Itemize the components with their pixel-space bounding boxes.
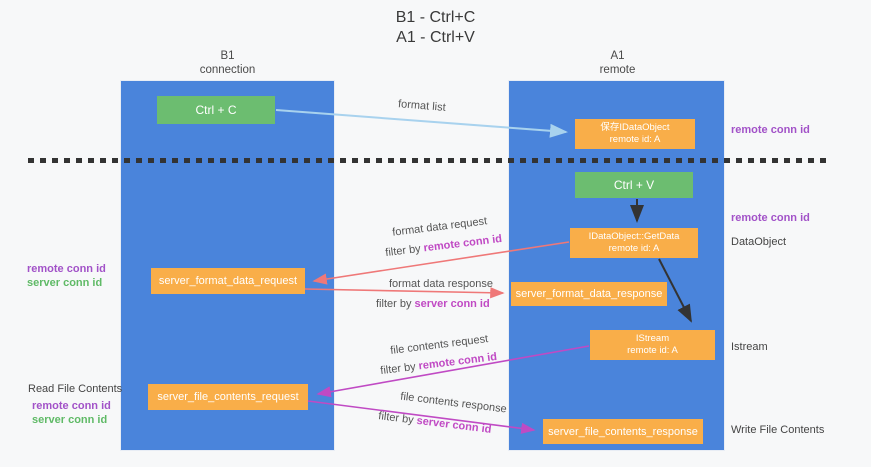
istream-text: Istream — [731, 341, 768, 353]
write-file-contents-text: Write File Contents — [731, 424, 825, 436]
ctrl-v-label: Ctrl + V — [613, 178, 655, 192]
filter-by-text: filter by — [376, 298, 415, 310]
title-line-2: A1 - Ctrl+V — [396, 29, 475, 46]
istream-box: IStream remote id: A — [590, 330, 715, 360]
filter-by-text: filter by — [377, 410, 418, 427]
right-column-name: A1 — [610, 50, 625, 62]
dashed-separator — [28, 158, 830, 163]
conn-id-pair-1: remote conn id server conn id — [27, 262, 106, 290]
server-conn-id-text: server conn id — [32, 414, 108, 426]
ctrl-c-label: Ctrl + C — [195, 103, 237, 117]
server-conn-id-text: server conn id — [414, 298, 490, 310]
format-response-label: server_format_data_response — [515, 288, 663, 300]
remote-conn-id-text: remote conn id — [417, 350, 498, 373]
right-column-header: A1 remote — [540, 49, 695, 77]
remote-conn-id-text: remote conn id — [32, 400, 111, 412]
filter-by-server-1: filter by server conn id — [376, 298, 490, 310]
format-list-label: format list — [398, 98, 446, 114]
format-data-response-label: format data response — [389, 278, 493, 290]
save-idataobject-line1: 保存IDataObject — [600, 122, 670, 133]
ctrl-c-box: Ctrl + C — [157, 96, 275, 124]
istream-line1: IStream — [635, 333, 670, 344]
read-file-contents-text: Read File Contents — [28, 383, 123, 395]
right-column-role: remote — [599, 64, 636, 76]
istream-side-label: Istream — [731, 341, 768, 353]
conn-id-pair-2: remote conn id server conn id — [32, 399, 111, 427]
remote-conn-id-text: remote conn id — [422, 232, 503, 255]
format-request-box: server_format_data_request — [151, 268, 305, 294]
remote-conn-id-right-1: remote conn id — [731, 123, 810, 137]
remote-conn-id-text: remote conn id — [731, 212, 810, 224]
remote-conn-id-text: remote conn id — [27, 263, 106, 275]
ctrl-v-box: Ctrl + V — [575, 172, 693, 198]
read-file-contents-label: Read File Contents — [28, 383, 122, 395]
title-line-1: B1 - Ctrl+C — [395, 9, 476, 26]
dataobject-label: DataObject — [731, 236, 786, 248]
file-response-box: server_file_contents_response — [543, 419, 703, 444]
left-column-header: B1 connection — [150, 49, 305, 77]
left-column-role: connection — [199, 64, 256, 76]
remote-conn-id-right-2: remote conn id — [731, 211, 810, 225]
getdata-line1: IDataObject::GetData — [588, 231, 680, 242]
server-conn-id-text: server conn id — [415, 414, 493, 436]
file-contents-response-label: file contents response — [400, 391, 508, 416]
left-column-name: B1 — [220, 50, 235, 62]
save-idataobject-box: 保存IDataObject remote id: A — [575, 119, 695, 149]
file-request-box: server_file_contents_request — [148, 384, 308, 410]
format-list-text: format list — [397, 98, 447, 114]
filter-by-server-2: filter by server conn id — [378, 410, 492, 436]
format-response-box: server_format_data_response — [511, 282, 667, 306]
istream-line2: remote id: A — [627, 345, 678, 356]
filter-by-text: filter by — [379, 360, 420, 378]
server-conn-id-text: server conn id — [27, 277, 103, 289]
filter-by-text: filter by — [384, 242, 425, 260]
write-file-contents-label: Write File Contents — [731, 424, 824, 436]
getdata-line2: remote id: A — [608, 243, 660, 254]
file-response-label: server_file_contents_response — [548, 425, 698, 438]
format-request-label: server_format_data_request — [158, 275, 298, 287]
file-contents-response-text: file contents response — [399, 390, 508, 416]
save-idataobject-line2: remote id: A — [609, 134, 661, 145]
diagram-title: B1 - Ctrl+C A1 - Ctrl+V — [0, 8, 871, 48]
remote-conn-id-text: remote conn id — [731, 124, 810, 136]
file-request-label: server_file_contents_request — [157, 391, 299, 403]
format-data-response-text: format data response — [389, 278, 493, 290]
dataobject-text: DataObject — [731, 236, 787, 248]
getdata-box: IDataObject::GetData remote id: A — [570, 228, 698, 258]
